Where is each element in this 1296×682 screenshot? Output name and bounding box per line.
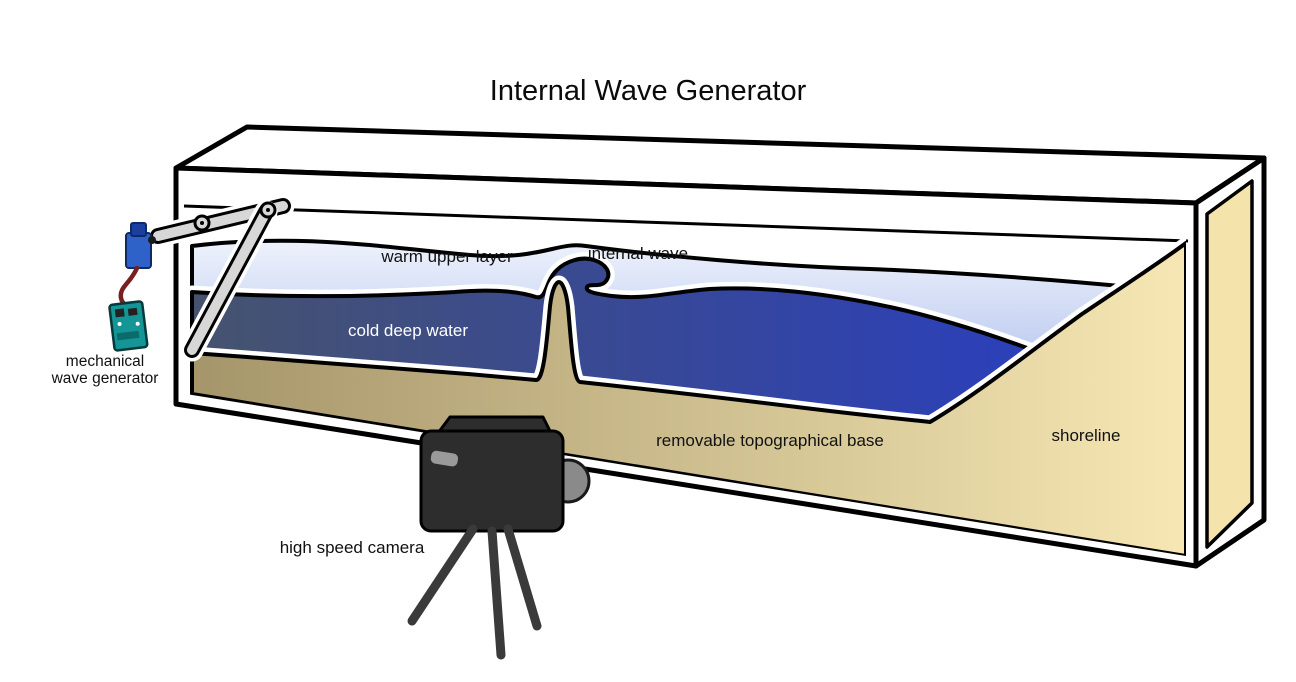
high-speed-camera: [407, 415, 591, 660]
arduino-board: [108, 300, 149, 352]
arduino-header: [116, 330, 140, 341]
arduino-chip: [127, 307, 138, 316]
arduino-led-2: [117, 322, 122, 327]
servo-motor: [125, 232, 152, 269]
camera-tripod: [407, 524, 542, 660]
mechanical-wave-generator: [108, 194, 295, 362]
tripod-leg-center: [487, 526, 506, 660]
tripod-leg-left: [407, 524, 478, 626]
label-removable-topographical-base: removable topographical base: [656, 431, 884, 450]
svg-text:wave generator: wave generator: [51, 370, 159, 387]
svg-text:mechanical: mechanical: [66, 353, 144, 370]
arduino-port: [114, 308, 125, 318]
paddle-bar: [180, 200, 278, 362]
label-warm-upper-layer: warm upper layer: [380, 247, 513, 266]
linkage-joint-left-pin: [200, 221, 204, 225]
label-cold-deep-water: cold deep water: [348, 321, 468, 340]
camera-side-detail: [430, 450, 459, 467]
label-internal-wave: internal wave: [588, 244, 688, 263]
diagram-title: Internal Wave Generator: [490, 75, 807, 107]
servo-cap: [130, 222, 147, 237]
linkage-joint-right-pin: [266, 208, 270, 212]
tank-end-panel: [1205, 179, 1254, 549]
arduino-led: [135, 321, 140, 326]
tank-inner-rim-line: [183, 204, 1189, 243]
label-shoreline: shoreline: [1052, 426, 1121, 445]
servo-shaft: [148, 236, 156, 244]
tripod-leg-right: [503, 524, 542, 631]
topographical-base-shape: [190, 241, 1186, 556]
label-high-speed-camera: high speed camera: [280, 538, 425, 557]
camera-body: [419, 429, 565, 533]
label-mechanical-wave-generator: mechanical wave generator: [51, 353, 159, 387]
